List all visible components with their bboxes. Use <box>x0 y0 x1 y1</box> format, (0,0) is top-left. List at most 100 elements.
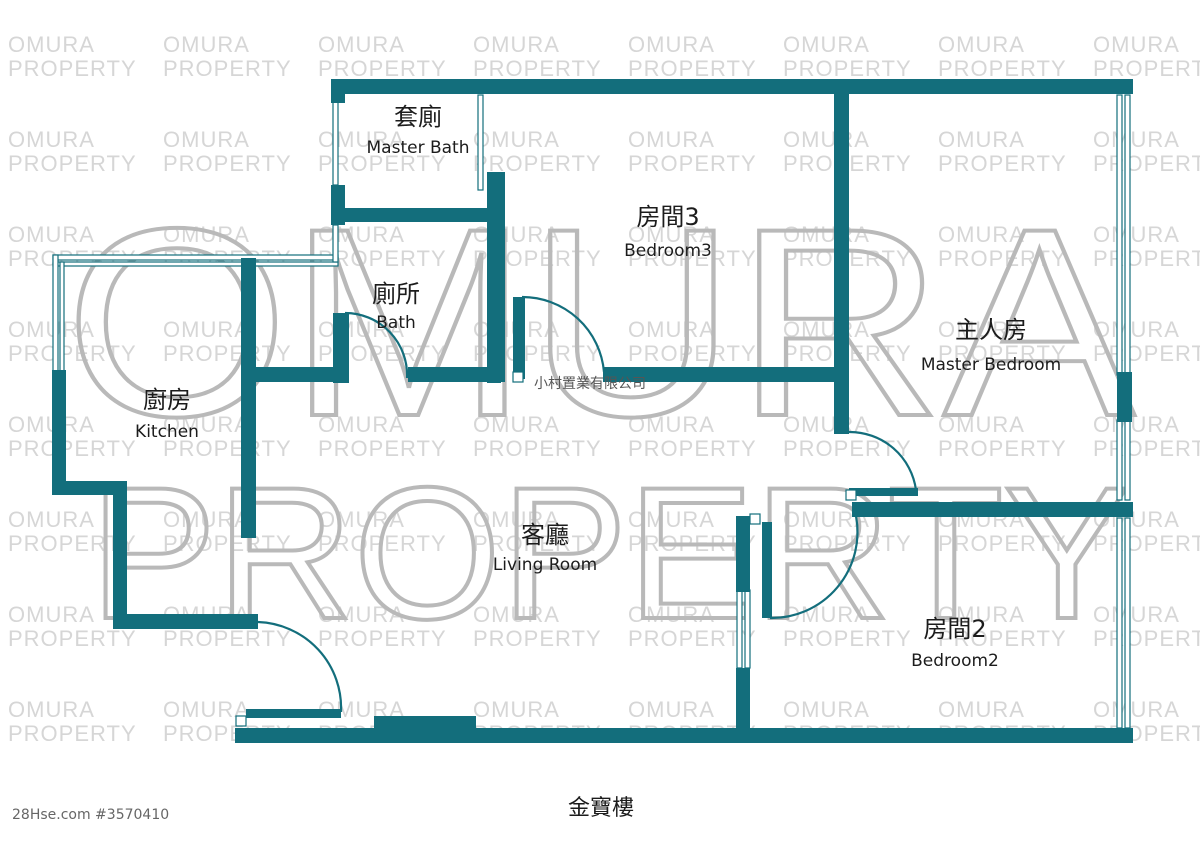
watermark-tile-line2: PROPERTY <box>318 56 447 81</box>
watermark-tile-line1: OMURA <box>8 127 95 152</box>
watermark-tile-line1: OMURA <box>938 697 1025 722</box>
watermark-tile-line1: OMURA <box>628 317 715 342</box>
watermark-tile-line2: PROPERTY <box>628 626 757 651</box>
watermark-tile-line1: OMURA <box>473 412 560 437</box>
watermark-tile-line2: PROPERTY <box>783 56 912 81</box>
watermark-tile-line2: PROPERTY <box>8 151 137 176</box>
master-bedroom-label-en: Master Bedroom <box>921 355 1061 375</box>
watermark-tile-line2: PROPERTY <box>938 531 1067 556</box>
watermark-tile-line1: OMURA <box>473 602 560 627</box>
watermark-tile-line2: PROPERTY <box>1093 56 1200 81</box>
wall-entry-leaf-base <box>246 709 341 718</box>
watermark-tile-line2: PROPERTY <box>938 341 1067 366</box>
watermark-tile-line1: OMURA <box>1093 317 1180 342</box>
watermark-tile-line1: OMURA <box>8 32 95 57</box>
wall-bedroom2-top <box>852 502 1133 517</box>
wall-top <box>331 79 1133 94</box>
watermark-tile-line2: PROPERTY <box>1093 246 1200 271</box>
wall-top-left-stub <box>331 79 345 103</box>
watermark-tile-line2: PROPERTY <box>1093 151 1200 176</box>
watermark-tile-line2: PROPERTY <box>163 341 292 366</box>
watermark-tile-line1: OMURA <box>938 127 1025 152</box>
watermark-tile-line2: PROPERTY <box>938 56 1067 81</box>
watermark-tile-line2: PROPERTY <box>473 151 602 176</box>
watermark-tile-line1: OMURA <box>1093 412 1180 437</box>
big-watermark: OMURA PROPERTY <box>63 170 1138 660</box>
window-bath-side <box>332 224 339 263</box>
door-master-bedroom-swing <box>848 430 918 491</box>
window-master-bedroom-3 <box>1116 419 1123 501</box>
wall-bedroom3-right <box>834 79 849 434</box>
watermark-tile-line2: PROPERTY <box>8 341 137 366</box>
watermark-tile-line2: PROPERTY <box>628 436 757 461</box>
window-kitchen-left-inner <box>59 261 65 374</box>
living-room-label-en: Living Room <box>493 555 597 575</box>
watermark-tile-line1: OMURA <box>473 32 560 57</box>
window-master-bedroom-1 <box>1116 94 1123 376</box>
watermark-tile-line2: PROPERTY <box>783 531 912 556</box>
bedroom3-label-en: Bedroom3 <box>624 241 712 261</box>
watermark-tile-line2: PROPERTY <box>1093 341 1200 366</box>
master-bedroom-label-zh: 主人房 <box>955 316 1027 344</box>
watermark-tile-line1: OMURA <box>628 412 715 437</box>
watermark-tile-line2: PROPERTY <box>628 56 757 81</box>
door-bath-leaf <box>345 313 349 383</box>
watermark-tile-line1: OMURA <box>318 32 405 57</box>
wall-kitchen-step <box>52 481 127 495</box>
wall-kitchen-step-down <box>113 481 127 629</box>
living-room-label-zh: 客廳 <box>521 521 569 549</box>
wall-bedroom3-bottom <box>603 367 849 382</box>
watermark-tile-line1: OMURA <box>318 317 405 342</box>
watermark-tile-line1: OMURA <box>628 222 715 247</box>
wall-kitchen-bottom <box>113 614 258 629</box>
big-watermark-line2: PROPERTY <box>90 448 1130 658</box>
watermark-tile-line1: OMURA <box>628 127 715 152</box>
watermark-tile-line2: PROPERTY <box>783 436 912 461</box>
wall-bath-right <box>487 172 501 383</box>
watermark-tile-line2: PROPERTY <box>318 246 447 271</box>
watermark-tile-line1: OMURA <box>628 602 715 627</box>
watermark-tile-line1: OMURA <box>473 697 560 722</box>
watermark-tile-line1: OMURA <box>783 127 870 152</box>
watermark-tile-line1: OMURA <box>1093 697 1180 722</box>
watermark-tile-line2: PROPERTY <box>8 626 137 651</box>
wall-bedroom2-left-bottom <box>736 668 750 730</box>
watermark-tile-line2: PROPERTY <box>318 436 447 461</box>
watermark-tile-line1: OMURA <box>783 697 870 722</box>
watermark-tile-line1: OMURA <box>938 317 1025 342</box>
watermark-tile-line2: PROPERTY <box>1093 626 1200 651</box>
window-bedroom2-2 <box>1124 517 1131 729</box>
window-kitchen-left <box>52 254 59 374</box>
window-bedroom2-1 <box>1116 517 1123 729</box>
watermark-tile-line2: PROPERTY <box>163 151 292 176</box>
doors <box>235 295 918 727</box>
watermark-tile-line2: PROPERTY <box>318 531 447 556</box>
door-master-hinge <box>845 489 857 501</box>
watermark-tile-line1: OMURA <box>938 602 1025 627</box>
watermark-tile-line1: OMURA <box>938 32 1025 57</box>
wall-kitchen-right <box>241 258 256 538</box>
wall-right-pier <box>1117 372 1132 422</box>
watermark-tile-line1: OMURA <box>163 127 250 152</box>
watermark-tile-line1: OMURA <box>163 697 250 722</box>
window-kitchen-top-inner <box>52 261 339 267</box>
watermark-tile-line1: OMURA <box>1093 602 1180 627</box>
window-master-bedroom-4 <box>1124 419 1131 501</box>
wall-bath-door-jamb <box>333 313 345 383</box>
watermark-tile-line1: OMURA <box>783 222 870 247</box>
watermark-tile-line1: OMURA <box>163 222 250 247</box>
door-bedroom2-swing <box>769 515 859 620</box>
kitchen-label-zh: 廚房 <box>143 386 191 414</box>
window-bedroom2-side <box>736 589 743 669</box>
watermark-tile-line2: PROPERTY <box>628 531 757 556</box>
watermark-tile-line2: PROPERTY <box>1093 436 1200 461</box>
watermark-tiles: OMURAPROPERTYOMURAPROPERTYOMURAPROPERTYO… <box>8 32 1200 746</box>
wall-bath-right-2 <box>501 172 505 372</box>
watermark-tile-line2: PROPERTY <box>938 151 1067 176</box>
wall-kitchen-left <box>52 370 66 495</box>
watermark-tile-line2: PROPERTY <box>473 531 602 556</box>
watermark-tile-line1: OMURA <box>318 602 405 627</box>
room-labels: 套廁 Master Bath 房間3 Bedroom3 廁所 Bath 主人房 … <box>135 103 1061 671</box>
listing-id: 28Hse.com #3570410 <box>12 807 169 823</box>
